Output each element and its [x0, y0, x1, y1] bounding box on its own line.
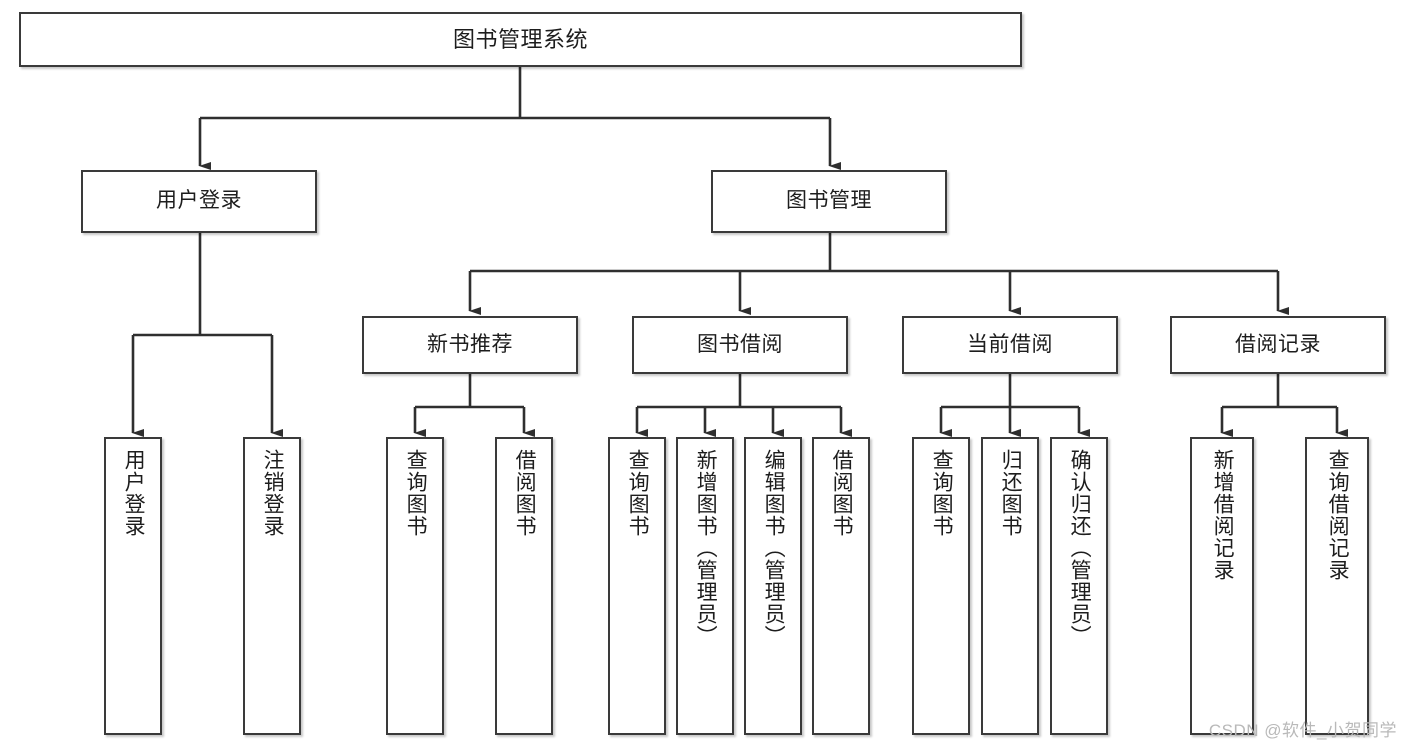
- node-root-system[interactable]: 图书管理系统: [19, 12, 1022, 67]
- node-leaf-record-query[interactable]: 查询借阅记录: [1305, 437, 1369, 735]
- node-user-login-label: 用户登录: [156, 189, 242, 213]
- node-leaf-user-login[interactable]: 用户登录: [104, 437, 162, 735]
- node-book-management[interactable]: 图书管理: [711, 170, 947, 233]
- node-leaf-recommend-borrow-book-label: 借阅图书: [513, 449, 537, 537]
- node-current-borrow[interactable]: 当前借阅: [902, 316, 1118, 374]
- watermark: CSDN @软件_小贺同学: [1208, 721, 1397, 740]
- node-leaf-current-confirm-return[interactable]: 确认归还（管理员）: [1050, 437, 1108, 735]
- node-borrow-record[interactable]: 借阅记录: [1170, 316, 1386, 374]
- node-leaf-borrow-query-book-label: 查询图书: [626, 449, 650, 537]
- node-leaf-current-query-book-label: 查询图书: [930, 449, 954, 537]
- node-leaf-user-login-label: 用户登录: [122, 449, 146, 537]
- node-leaf-current-return-book-label: 归还图书: [999, 449, 1023, 537]
- node-leaf-borrow-borrow-book-label: 借阅图书: [830, 449, 854, 537]
- node-leaf-current-confirm-return-label: 确认归还（管理员）: [1068, 449, 1092, 647]
- node-new-book-recommend-label: 新书推荐: [427, 332, 513, 356]
- node-root-system-label: 图书管理系统: [452, 26, 588, 52]
- node-leaf-record-add-label: 新增借阅记录: [1211, 449, 1235, 581]
- node-leaf-borrow-add-book[interactable]: 新增图书（管理员）: [676, 437, 734, 735]
- node-book-management-label: 图书管理: [786, 189, 872, 213]
- node-leaf-record-add[interactable]: 新增借阅记录: [1190, 437, 1254, 735]
- node-user-login[interactable]: 用户登录: [81, 170, 317, 233]
- node-book-borrow-label: 图书借阅: [697, 332, 783, 356]
- node-leaf-borrow-query-book[interactable]: 查询图书: [608, 437, 666, 735]
- node-leaf-borrow-add-book-label: 新增图书（管理员）: [694, 449, 718, 647]
- node-leaf-current-query-book[interactable]: 查询图书: [912, 437, 970, 735]
- node-leaf-recommend-query-book-label: 查询图书: [404, 449, 428, 537]
- node-book-borrow[interactable]: 图书借阅: [632, 316, 848, 374]
- node-new-book-recommend[interactable]: 新书推荐: [362, 316, 578, 374]
- node-leaf-recommend-query-book[interactable]: 查询图书: [386, 437, 444, 735]
- node-leaf-borrow-edit-book[interactable]: 编辑图书（管理员）: [744, 437, 802, 735]
- node-leaf-recommend-borrow-book[interactable]: 借阅图书: [495, 437, 553, 735]
- node-borrow-record-label: 借阅记录: [1235, 332, 1321, 356]
- node-leaf-logout[interactable]: 注销登录: [243, 437, 301, 735]
- node-leaf-borrow-edit-book-label: 编辑图书（管理员）: [762, 449, 786, 647]
- node-leaf-borrow-borrow-book[interactable]: 借阅图书: [812, 437, 870, 735]
- node-leaf-current-return-book[interactable]: 归还图书: [981, 437, 1039, 735]
- node-leaf-logout-label: 注销登录: [261, 449, 285, 537]
- node-current-borrow-label: 当前借阅: [967, 332, 1053, 356]
- node-leaf-record-query-label: 查询借阅记录: [1326, 449, 1350, 581]
